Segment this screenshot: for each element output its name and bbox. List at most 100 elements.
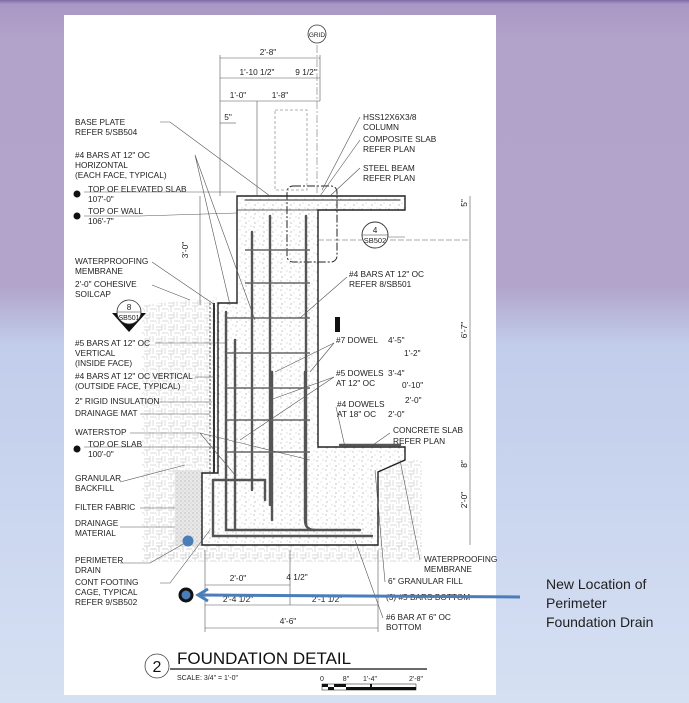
label: TOP OF SLAB <box>88 439 143 449</box>
label: BACKFILL <box>75 483 115 493</box>
label: #5 DOWELS <box>336 368 384 378</box>
marker-number: 4 <box>373 225 378 235</box>
label: MEMBRANE <box>424 564 472 574</box>
label: CAGE, TYPICAL <box>75 587 138 597</box>
label: AT 12" OC <box>336 378 375 388</box>
label: SOILCAP <box>75 289 111 299</box>
soil-hatch <box>142 297 422 562</box>
label: #5 BARS AT 12" OC <box>75 338 150 348</box>
label: 6" GRANULAR FILL <box>388 576 463 586</box>
marker-sheet: SB501 <box>118 315 139 322</box>
label: CONT FOOTING <box>75 577 138 587</box>
label: BASE PLATE <box>75 117 126 127</box>
grid-label: GRID <box>309 32 326 39</box>
label: WATERSTOP <box>75 427 127 437</box>
title-block: 2 FOUNDATION DETAIL SCALE: 3/4" = 1'-0" … <box>144 649 427 691</box>
dim-text: 2'-0" <box>459 492 469 509</box>
detail-title: FOUNDATION DETAIL <box>177 649 351 668</box>
dim-text: 5" <box>459 199 469 207</box>
new-drain-location-arrow <box>178 587 521 603</box>
label: 4'-5" <box>388 335 405 345</box>
label: 106'-7" <box>88 216 114 226</box>
label: 2'-0" <box>405 395 422 405</box>
detail-number: 2 <box>153 659 162 676</box>
perimeter-drain-icon <box>182 535 194 547</box>
label: #7 DOWEL <box>336 335 378 345</box>
leader-lines <box>84 116 421 619</box>
label: #4 BARS AT 12" OC VERTICAL <box>75 371 193 381</box>
label: VERTICAL <box>75 348 116 358</box>
drainage-material <box>175 470 203 546</box>
label: GRANULAR <box>75 473 121 483</box>
label: 2" RIGID INSULATION <box>75 396 159 406</box>
dim-text: 2'-4 1/2" <box>223 594 253 604</box>
label: AT 18" OC <box>337 409 376 419</box>
scale-bar-label: 0 <box>320 676 324 683</box>
label: (EACH FACE, TYPICAL) <box>75 170 167 180</box>
label: #4 BARS AT 12" OC <box>349 269 424 279</box>
dim-text: 8" <box>459 460 469 468</box>
rebar <box>211 199 402 538</box>
scale-bar-label: 1'-4" <box>363 676 377 683</box>
label: 107'-0" <box>88 194 114 204</box>
label: 0'-10" <box>402 380 423 390</box>
dim-text: 2'-0" <box>230 573 247 583</box>
marker-number: 8 <box>127 302 132 312</box>
label: DRAINAGE <box>75 518 119 528</box>
detail-marker-4-sb502: 4 SB502 <box>361 221 389 249</box>
new-drain-location-icon <box>178 587 194 603</box>
right-labels: HSS12X6X3/8 COLUMN COMPOSITE SLAB REFER … <box>336 112 497 632</box>
label: PERIMETER <box>75 555 123 565</box>
label: REFER 9/SB502 <box>75 597 138 607</box>
label: WATERPROOFING <box>75 256 148 266</box>
dim-text: 4'-6" <box>280 616 297 626</box>
label: #6 BAR AT 6" OC <box>386 612 451 622</box>
label: REFER PLAN <box>363 173 415 183</box>
label: REFER PLAN <box>363 144 415 154</box>
label: CONCRETE SLAB <box>393 425 464 435</box>
dim-text: 2'-1 1/2" <box>312 594 342 604</box>
label: COLUMN <box>363 122 399 132</box>
label: #4 BARS AT 12" OC <box>75 150 150 160</box>
elevation-marker-icon <box>73 212 81 220</box>
label: BOTTOM <box>386 622 421 632</box>
label: REFER 8/SB501 <box>349 279 412 289</box>
label: (INSIDE FACE) <box>75 358 132 368</box>
label: HORIZONTAL <box>75 160 128 170</box>
marker-sheet: SB502 <box>364 236 387 245</box>
label: 3'-4" <box>388 368 405 378</box>
label: #4 DOWELS <box>337 399 385 409</box>
label: REFER PLAN <box>393 436 445 446</box>
label: 2'-0" <box>388 409 405 419</box>
dim-text: 9 1/2" <box>295 67 316 77</box>
label: WATERPROOFING <box>424 554 497 564</box>
label: (OUTSIDE FACE, TYPICAL) <box>75 381 181 391</box>
dim-text: 5" <box>224 112 232 122</box>
dim-text: 1'-10 1/2" <box>240 67 275 77</box>
dim-text: 2'-8" <box>260 47 277 57</box>
scale-bar <box>321 683 417 691</box>
section-marker-8-sb501: 8 SB501 <box>112 299 146 332</box>
dim-text: 3'-0" <box>180 242 190 259</box>
scale-bar-label: 2'-8" <box>409 676 423 683</box>
label: 1'-2" <box>404 348 421 358</box>
dim-text: 1'-0" <box>230 90 247 100</box>
scale-text: SCALE: 3/4" = 1'-0" <box>177 675 238 682</box>
label: COMPOSITE SLAB <box>363 134 437 144</box>
left-labels: BASE PLATE REFER 5/SB504 #4 BARS AT 12" … <box>73 117 193 607</box>
label: FILTER FABRIC <box>75 502 135 512</box>
label: MATERIAL <box>75 528 116 538</box>
annotation-line: New Location of <box>546 576 647 592</box>
annotation-line: Perimeter <box>546 595 607 611</box>
grid-marker <box>307 24 327 44</box>
annotation-line: Foundation Drain <box>546 614 654 630</box>
dim-text: 6'-7" <box>459 322 469 339</box>
label: REFER 5/SB504 <box>75 127 138 137</box>
label: TOP OF WALL <box>88 206 144 216</box>
elevation-marker-icon <box>73 445 81 453</box>
label: 100'-0" <box>88 449 114 459</box>
annotation-callout: New Location of Perimeter Foundation Dra… <box>546 575 653 632</box>
label: MEMBRANE <box>75 266 123 276</box>
label: STEEL BEAM <box>363 163 415 173</box>
